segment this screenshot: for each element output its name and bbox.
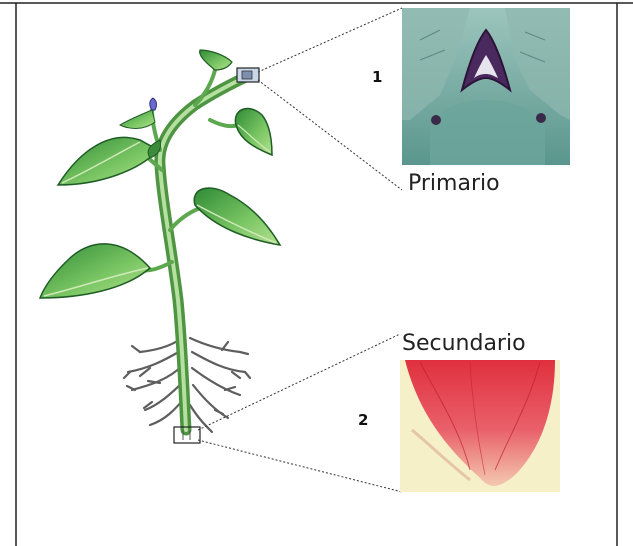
marker-1-label: 1 — [372, 68, 382, 86]
secondary-meristem-inset — [400, 360, 560, 492]
leaf-small-left — [120, 110, 155, 128]
secondary-label: Secundario — [402, 331, 526, 356]
primary-label: Primario — [408, 171, 500, 196]
primary-meristem-inset — [402, 8, 570, 165]
leaf-top — [200, 50, 232, 70]
leaf-upper-right — [235, 108, 272, 155]
flower-bud — [150, 98, 157, 110]
petioles — [128, 70, 238, 271]
marker-2-label: 2 — [358, 411, 368, 429]
leaf-middle-right — [194, 188, 280, 245]
